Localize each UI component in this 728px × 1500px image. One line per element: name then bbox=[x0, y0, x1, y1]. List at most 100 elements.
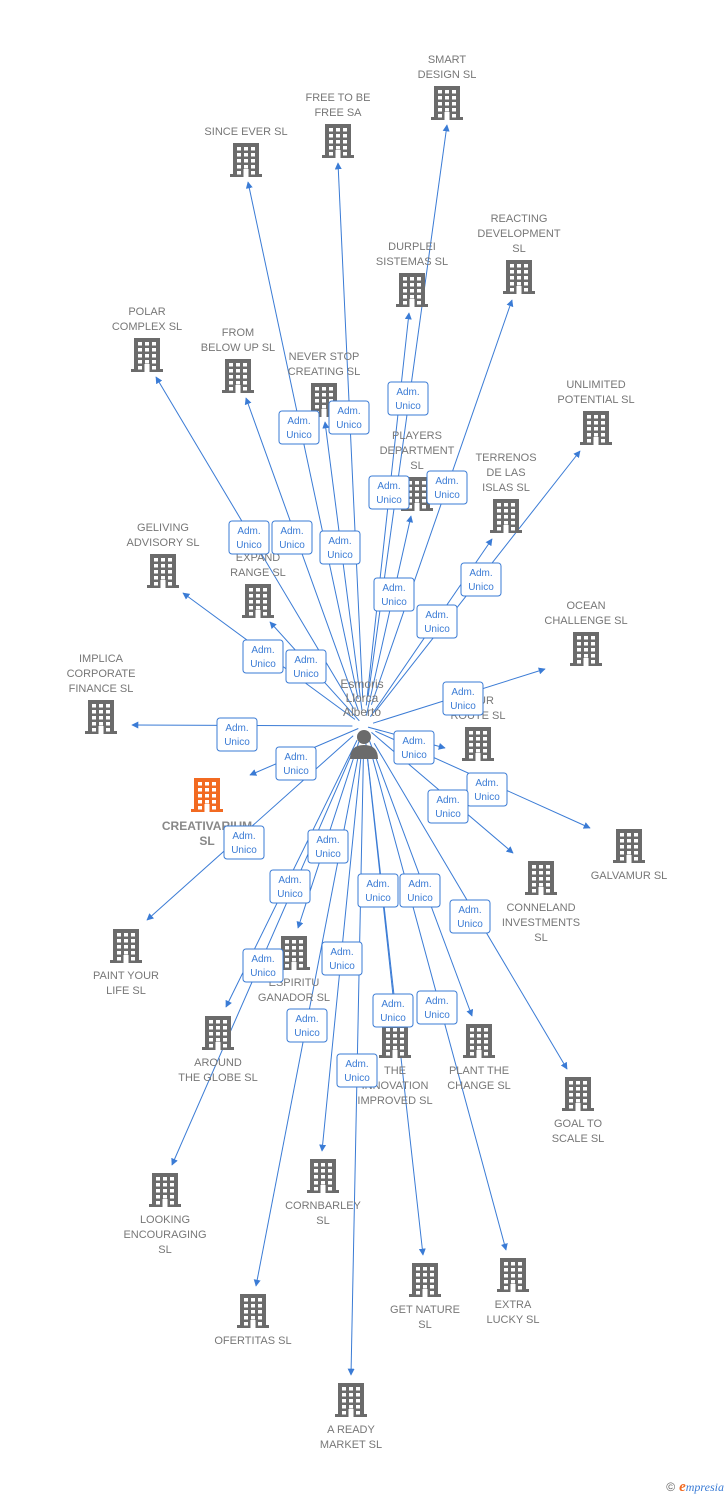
building-icon-the-innovation-improved[interactable] bbox=[379, 1024, 411, 1058]
building-icon-free-to-be-free[interactable] bbox=[322, 124, 354, 158]
edge-label-adm-unico[interactable]: Adm.Unico bbox=[466, 772, 508, 807]
edge-label-adm-unico[interactable]: Adm.Unico bbox=[285, 649, 327, 684]
building-icon-espiritu-ganador[interactable] bbox=[278, 936, 310, 970]
edge-label-adm-unico[interactable]: Adm.Unico bbox=[286, 1008, 328, 1043]
building-icon-polar-complex[interactable] bbox=[131, 338, 163, 372]
edge-label-adm-unico[interactable]: Adm.Unico bbox=[216, 717, 258, 752]
building-icon-cornbarley[interactable] bbox=[307, 1159, 339, 1193]
edge-label-adm-unico[interactable]: Adm.Unico bbox=[399, 873, 441, 908]
edge-label-adm-unico[interactable]: Adm.Unico bbox=[319, 530, 361, 565]
edge-label-adm-unico[interactable]: Adm.Unico bbox=[328, 400, 370, 435]
edge-label-adm-unico[interactable]: Adm.Unico bbox=[321, 941, 363, 976]
edge-label-type: Unico bbox=[468, 582, 494, 593]
building-icon-around-the-globe[interactable] bbox=[202, 1016, 234, 1050]
building-icon-plant-the-change[interactable] bbox=[463, 1024, 495, 1058]
building-icon-ocean-challenge[interactable] bbox=[570, 632, 602, 666]
edge-label-type: Unico bbox=[279, 540, 305, 551]
edge-label-adm-unico[interactable]: Adm.Unico bbox=[223, 825, 265, 860]
footer-brand[interactable]: ©empresia bbox=[666, 1479, 724, 1496]
edge-label-role: Adm. bbox=[451, 687, 474, 698]
edge-label-adm-unico[interactable]: Adm.Unico bbox=[228, 520, 270, 555]
edge-label-adm-unico[interactable]: Adm.Unico bbox=[269, 869, 311, 904]
building-icon-implica-corporate-finance[interactable] bbox=[85, 700, 117, 734]
edge-label-adm-unico[interactable]: Adm.Unico bbox=[426, 470, 468, 505]
edge-label-adm-unico[interactable]: Adm.Unico bbox=[372, 993, 414, 1028]
company-label-ofertitas[interactable]: OFERTITAS SL bbox=[214, 1335, 291, 1347]
company-name-line: CHALLENGE SL bbox=[544, 615, 627, 627]
edge-label-adm-unico[interactable]: Adm.Unico bbox=[442, 681, 484, 716]
company-label-galvamur[interactable]: GALVAMUR SL bbox=[591, 870, 668, 882]
edge-label-adm-unico[interactable]: Adm.Unico bbox=[460, 562, 502, 597]
building-icon-looking-encouraging[interactable] bbox=[149, 1173, 181, 1207]
building-icon-reacting-development[interactable] bbox=[503, 260, 535, 294]
edge-label-adm-unico[interactable]: Adm.Unico bbox=[307, 829, 349, 864]
building-icon-smart-design[interactable] bbox=[431, 86, 463, 120]
building-icon-expand-range[interactable] bbox=[242, 584, 274, 618]
building-icon-goal-to-scale[interactable] bbox=[562, 1077, 594, 1111]
person-name-line: Alberto bbox=[343, 705, 381, 719]
edge-label-adm-unico[interactable]: Adm.Unico bbox=[336, 1053, 378, 1088]
company-name-line: SISTEMAS SL bbox=[376, 256, 448, 268]
building-icon-terrenos-de-las-islas[interactable] bbox=[490, 499, 522, 533]
building-icon-unlimited-potential[interactable] bbox=[580, 411, 612, 445]
company-name-line: GELIVING bbox=[137, 522, 189, 534]
building-icon-players-department[interactable] bbox=[401, 477, 433, 511]
edge-label-adm-unico[interactable]: Adm.Unico bbox=[242, 948, 284, 983]
edge-label-adm-unico[interactable]: Adm.Unico bbox=[242, 639, 284, 674]
edge-label-adm-unico[interactable]: Adm.Unico bbox=[387, 381, 429, 416]
building-icon-durplei-sistemas[interactable] bbox=[396, 273, 428, 307]
building-icon-ofertitas[interactable] bbox=[237, 1294, 269, 1328]
building-icon-get-nature[interactable] bbox=[409, 1263, 441, 1297]
building-icon-from-below-up[interactable] bbox=[222, 359, 254, 393]
building-icon-since-ever[interactable] bbox=[230, 143, 262, 177]
edge-label-adm-unico[interactable]: Adm.Unico bbox=[357, 873, 399, 908]
building-icon-your-route[interactable] bbox=[462, 727, 494, 761]
building-icon-geliving-advisory[interactable] bbox=[147, 554, 179, 588]
edge-label-adm-unico[interactable]: Adm.Unico bbox=[416, 604, 458, 639]
person-icon[interactable] bbox=[350, 730, 378, 759]
building-icon-a-ready-market[interactable] bbox=[335, 1383, 367, 1417]
building-icon-galvamur[interactable] bbox=[613, 829, 645, 863]
edge-label-adm-unico[interactable]: Adm.Unico bbox=[278, 410, 320, 445]
edge-label-adm-unico[interactable]: Adm.Unico bbox=[449, 899, 491, 934]
company-label-since-ever[interactable]: SINCE EVER SL bbox=[204, 126, 287, 138]
edge-label-adm-unico[interactable]: Adm.Unico bbox=[393, 730, 435, 765]
edge-label-adm-unico[interactable]: Adm.Unico bbox=[275, 746, 317, 781]
building-icon-extra-lucky[interactable] bbox=[497, 1258, 529, 1292]
edge-label-adm-unico[interactable]: Adm.Unico bbox=[416, 990, 458, 1025]
building-icon-conneland-investments[interactable] bbox=[525, 861, 557, 895]
building-icon-creativarium[interactable] bbox=[191, 778, 223, 812]
building-icon-paint-your-life[interactable] bbox=[110, 929, 142, 963]
edge-label-adm-unico[interactable]: Adm.Unico bbox=[368, 475, 410, 510]
edge-label-adm-unico[interactable]: Adm.Unico bbox=[427, 789, 469, 824]
edge-label-adm-unico[interactable]: Adm.Unico bbox=[373, 577, 415, 612]
edge-label-adm-unico[interactable]: Adm.Unico bbox=[271, 520, 313, 555]
